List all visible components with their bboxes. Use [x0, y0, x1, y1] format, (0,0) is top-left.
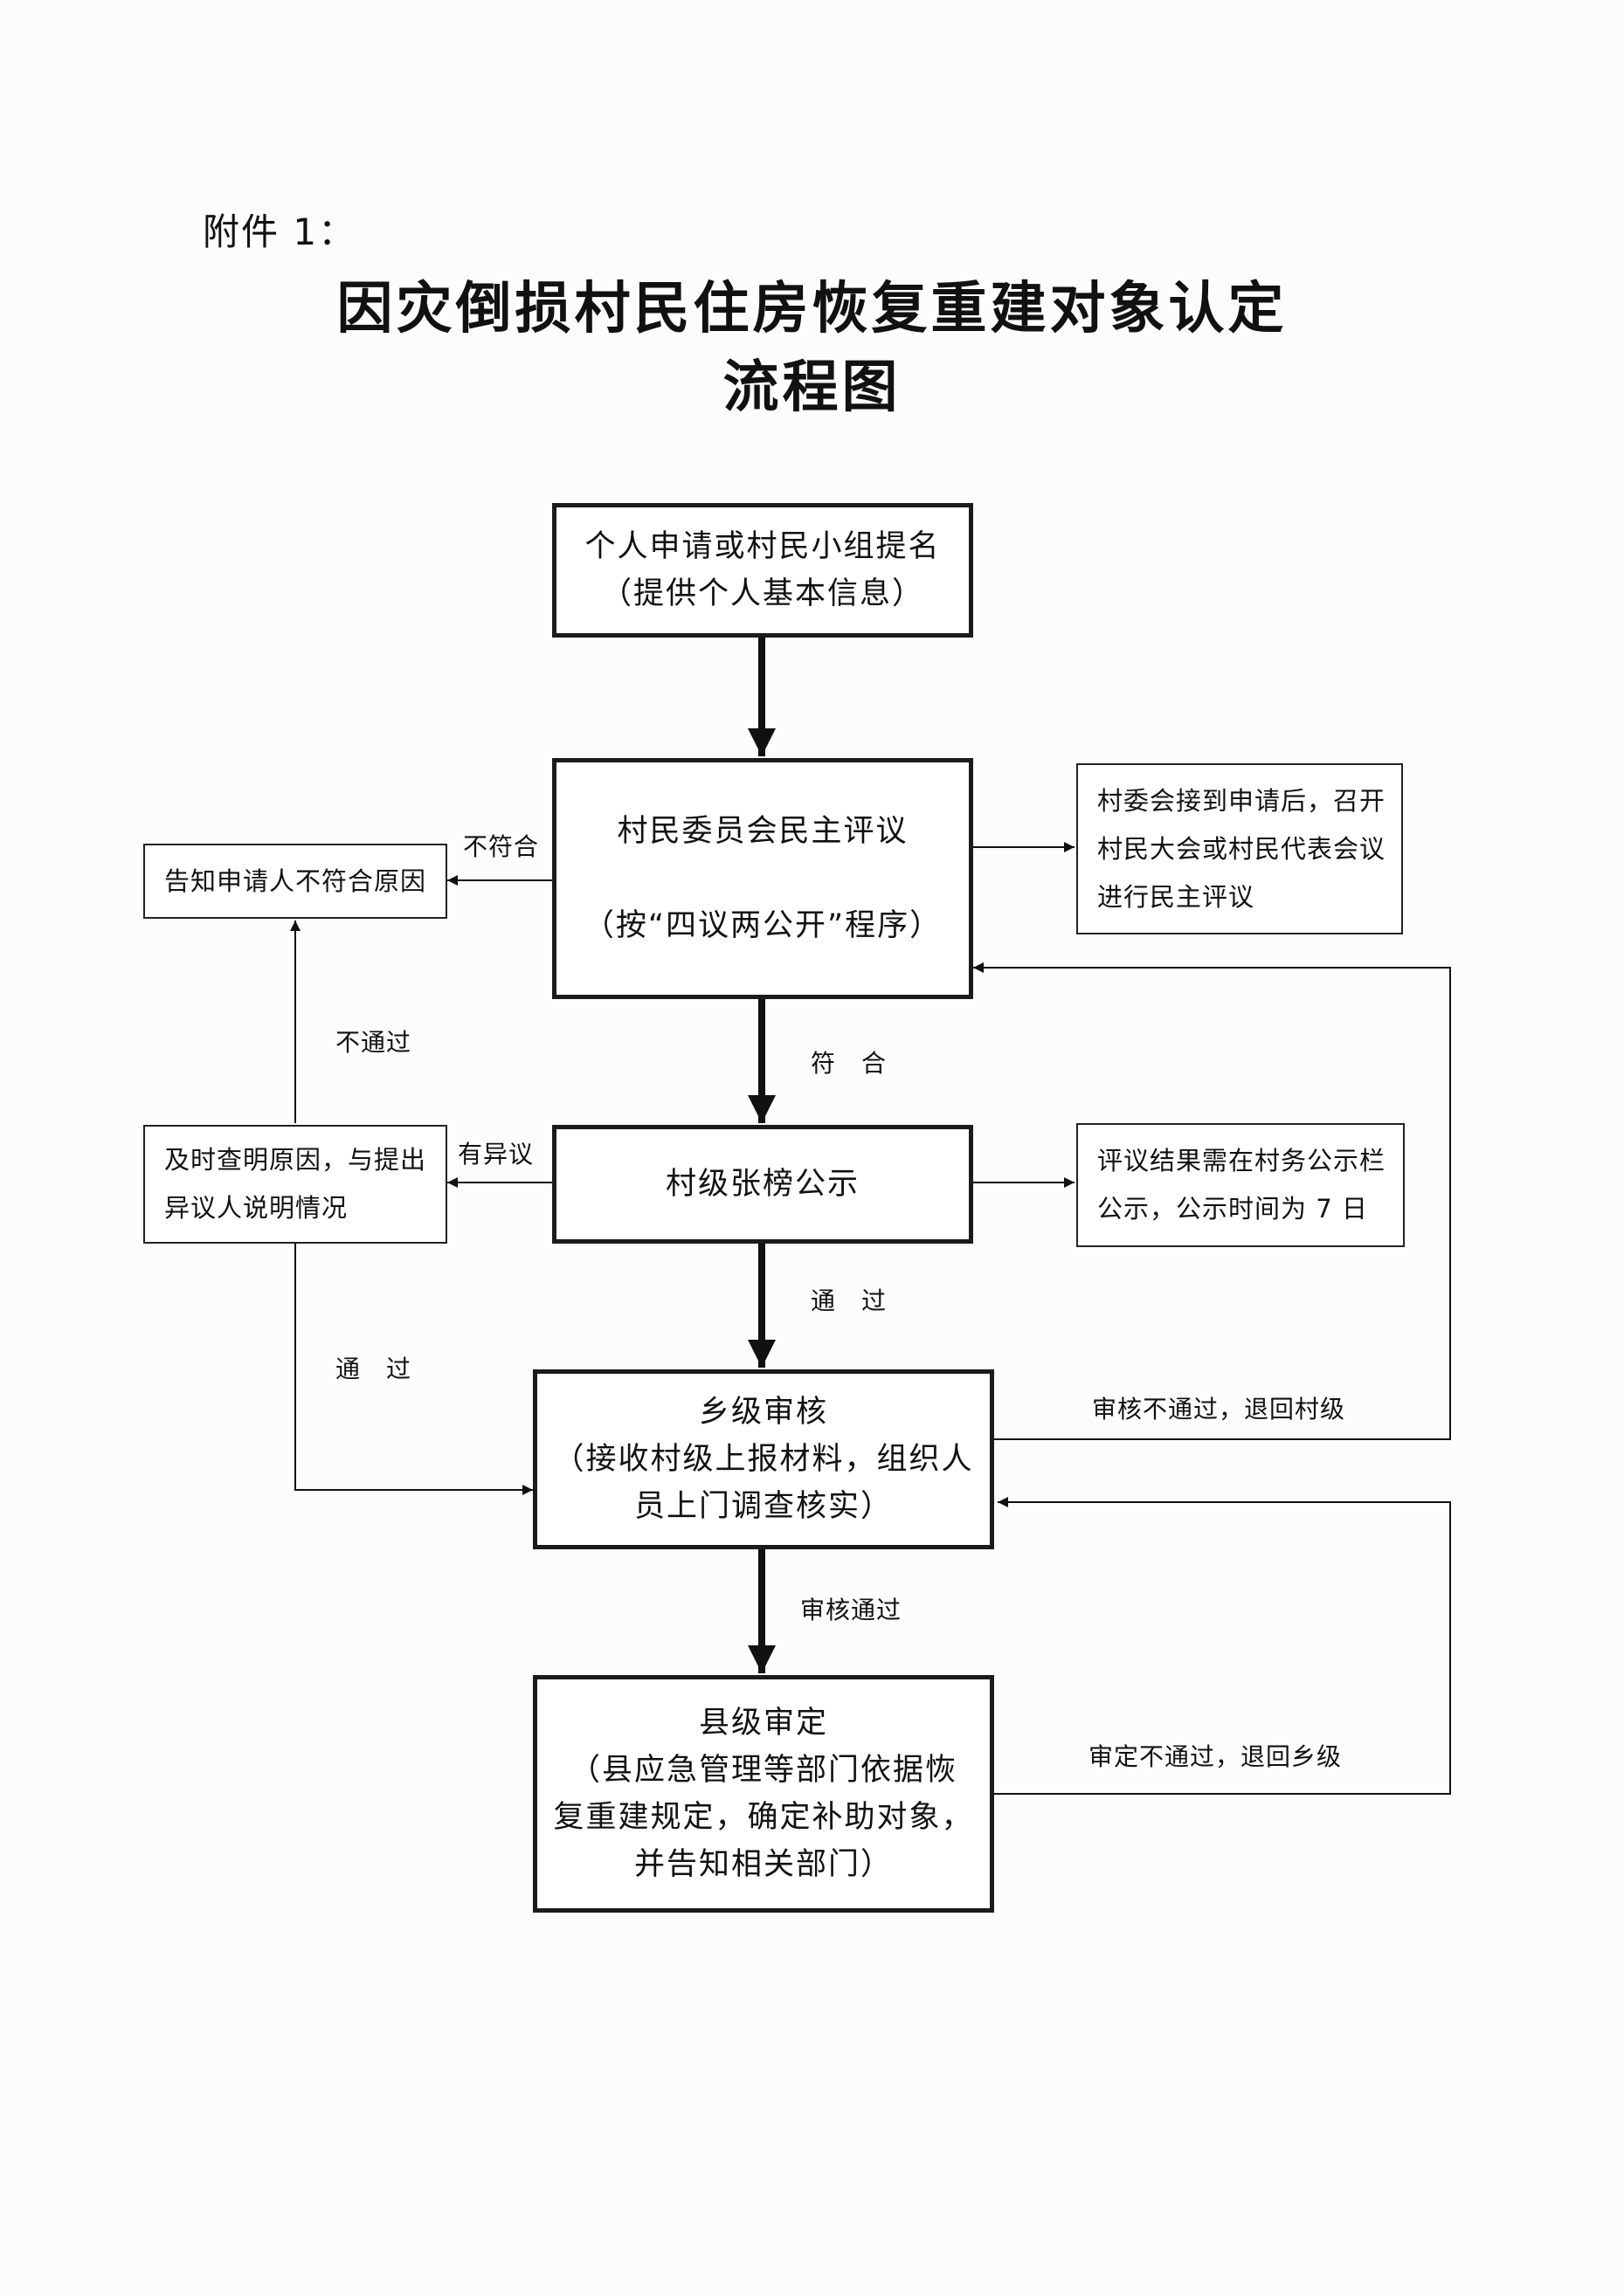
node-publicize-line1: 村级张榜公示	[665, 1167, 860, 1202]
node-clarify-line2: 异议人说明情况	[164, 1193, 349, 1223]
node-apply: 个人申请或村民小组提名 （提供个人基本信息）	[552, 503, 973, 638]
label-county-reject: 审定不通过，退回乡级	[1088, 1742, 1343, 1771]
node-publicize: 村级张榜公示	[552, 1125, 973, 1244]
node-township-line3: 员上门调查核实）	[633, 1489, 893, 1524]
note-publicize-line2: 公示，公示时间为 7 日	[1097, 1194, 1368, 1224]
node-review-line3: （按“四议两公开”程序）	[583, 908, 943, 943]
label-passed-left: 通 过	[335, 1355, 412, 1383]
label-qualified: 符 合	[811, 1049, 888, 1078]
node-township-line1: 乡级审核	[698, 1395, 828, 1430]
note-publicize-period: 评议结果需在村务公示栏 公示，公示时间为 7 日	[1076, 1123, 1405, 1247]
node-clarify-line1: 及时查明原因，与提出	[164, 1145, 427, 1175]
node-clarify-objection: 及时查明原因，与提出 异议人说明情况	[143, 1125, 447, 1244]
node-village-review: 村民委员会民主评议 （按“四议两公开”程序）	[552, 758, 973, 999]
node-county-line4: 并告知相关部门）	[633, 1847, 893, 1882]
note-review-line2: 村民大会或村民代表会议	[1097, 833, 1386, 864]
label-not-passed: 不通过	[335, 1028, 412, 1057]
note-review-line3: 进行民主评议	[1097, 881, 1255, 912]
arrow-county-return-township	[993, 1497, 1451, 1795]
arrow-clarify-to-township	[294, 1244, 533, 1495]
node-notify-line1: 告知申请人不符合原因	[164, 865, 427, 896]
page-title-line2: 流程图	[722, 355, 902, 420]
label-objection: 有异议	[458, 1140, 535, 1169]
label-township-reject: 审核不通过，退回村级	[1092, 1395, 1346, 1424]
node-apply-line2: （提供个人基本信息）	[600, 576, 924, 611]
note-review-line1: 村委会接到申请后，召开	[1097, 785, 1386, 816]
label-passed-center: 通 过	[811, 1286, 888, 1315]
node-review-line1: 村民委员会民主评议	[617, 814, 909, 849]
node-county-line2: （县应急管理等部门依据恢	[569, 1753, 957, 1788]
node-township-review: 乡级审核 （接收村级上报材料，组织人 员上门调查核实）	[533, 1369, 994, 1549]
node-notify-applicant: 告知申请人不符合原因	[143, 844, 447, 919]
label-not-qualified: 不符合	[463, 832, 540, 861]
annex-label: 附件 1：	[203, 210, 357, 253]
node-township-line2: （接收村级上报材料，组织人	[553, 1442, 974, 1477]
node-apply-line1: 个人申请或村民小组提名	[584, 529, 941, 564]
note-publicize-line1: 评议结果需在村务公示栏	[1097, 1146, 1386, 1176]
node-county-approval: 县级审定 （县应急管理等部门依据恢 复重建规定，确定补助对象， 并告知相关部门）	[533, 1675, 994, 1913]
label-township-pass: 审核通过	[800, 1596, 902, 1624]
node-county-line1: 县级审定	[698, 1706, 828, 1741]
page-title: 因灾倒损村民住房恢复重建对象认定	[336, 276, 1288, 341]
node-review-line2	[757, 855, 768, 902]
node-county-line3: 复重建规定，确定补助对象，	[553, 1800, 974, 1835]
note-review-procedure: 村委会接到申请后，召开 村民大会或村民代表会议 进行民主评议	[1076, 763, 1403, 934]
arrow-township-return-village	[973, 962, 1451, 1440]
